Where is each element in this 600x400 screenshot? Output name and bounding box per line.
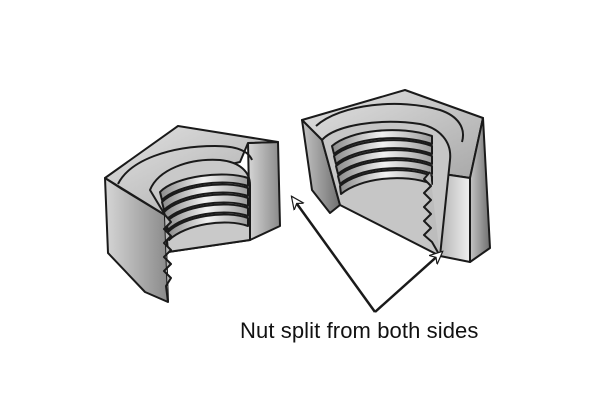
left-nut-half-illustration bbox=[104, 125, 281, 303]
right-pointer-arrow bbox=[374, 252, 442, 313]
right-nut-half-illustration bbox=[301, 89, 491, 263]
diagram-caption: Nut split from both sides bbox=[240, 318, 479, 343]
left-pointer-arrow bbox=[292, 197, 377, 313]
arrow-icon bbox=[292, 197, 442, 313]
